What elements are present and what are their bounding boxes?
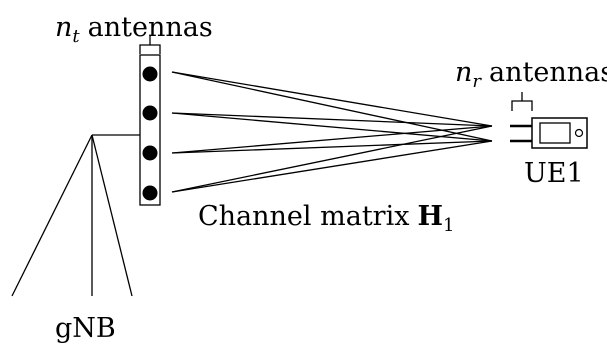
tx-antenna-2 xyxy=(142,105,158,121)
tx-antenna-panel xyxy=(139,54,161,206)
tx-antenna-4 xyxy=(142,185,158,201)
gnb-label: gNB xyxy=(55,313,116,344)
tx-antenna-bracket xyxy=(139,44,161,54)
rx-antenna-bracket xyxy=(511,100,533,111)
ue-device-icon xyxy=(531,117,588,149)
tx-antenna-3 xyxy=(142,145,158,161)
channel-paths xyxy=(171,71,493,193)
tx-antenna-1 xyxy=(142,66,158,82)
gnb-mast xyxy=(11,134,140,297)
ue-label: UE1 xyxy=(524,158,584,189)
